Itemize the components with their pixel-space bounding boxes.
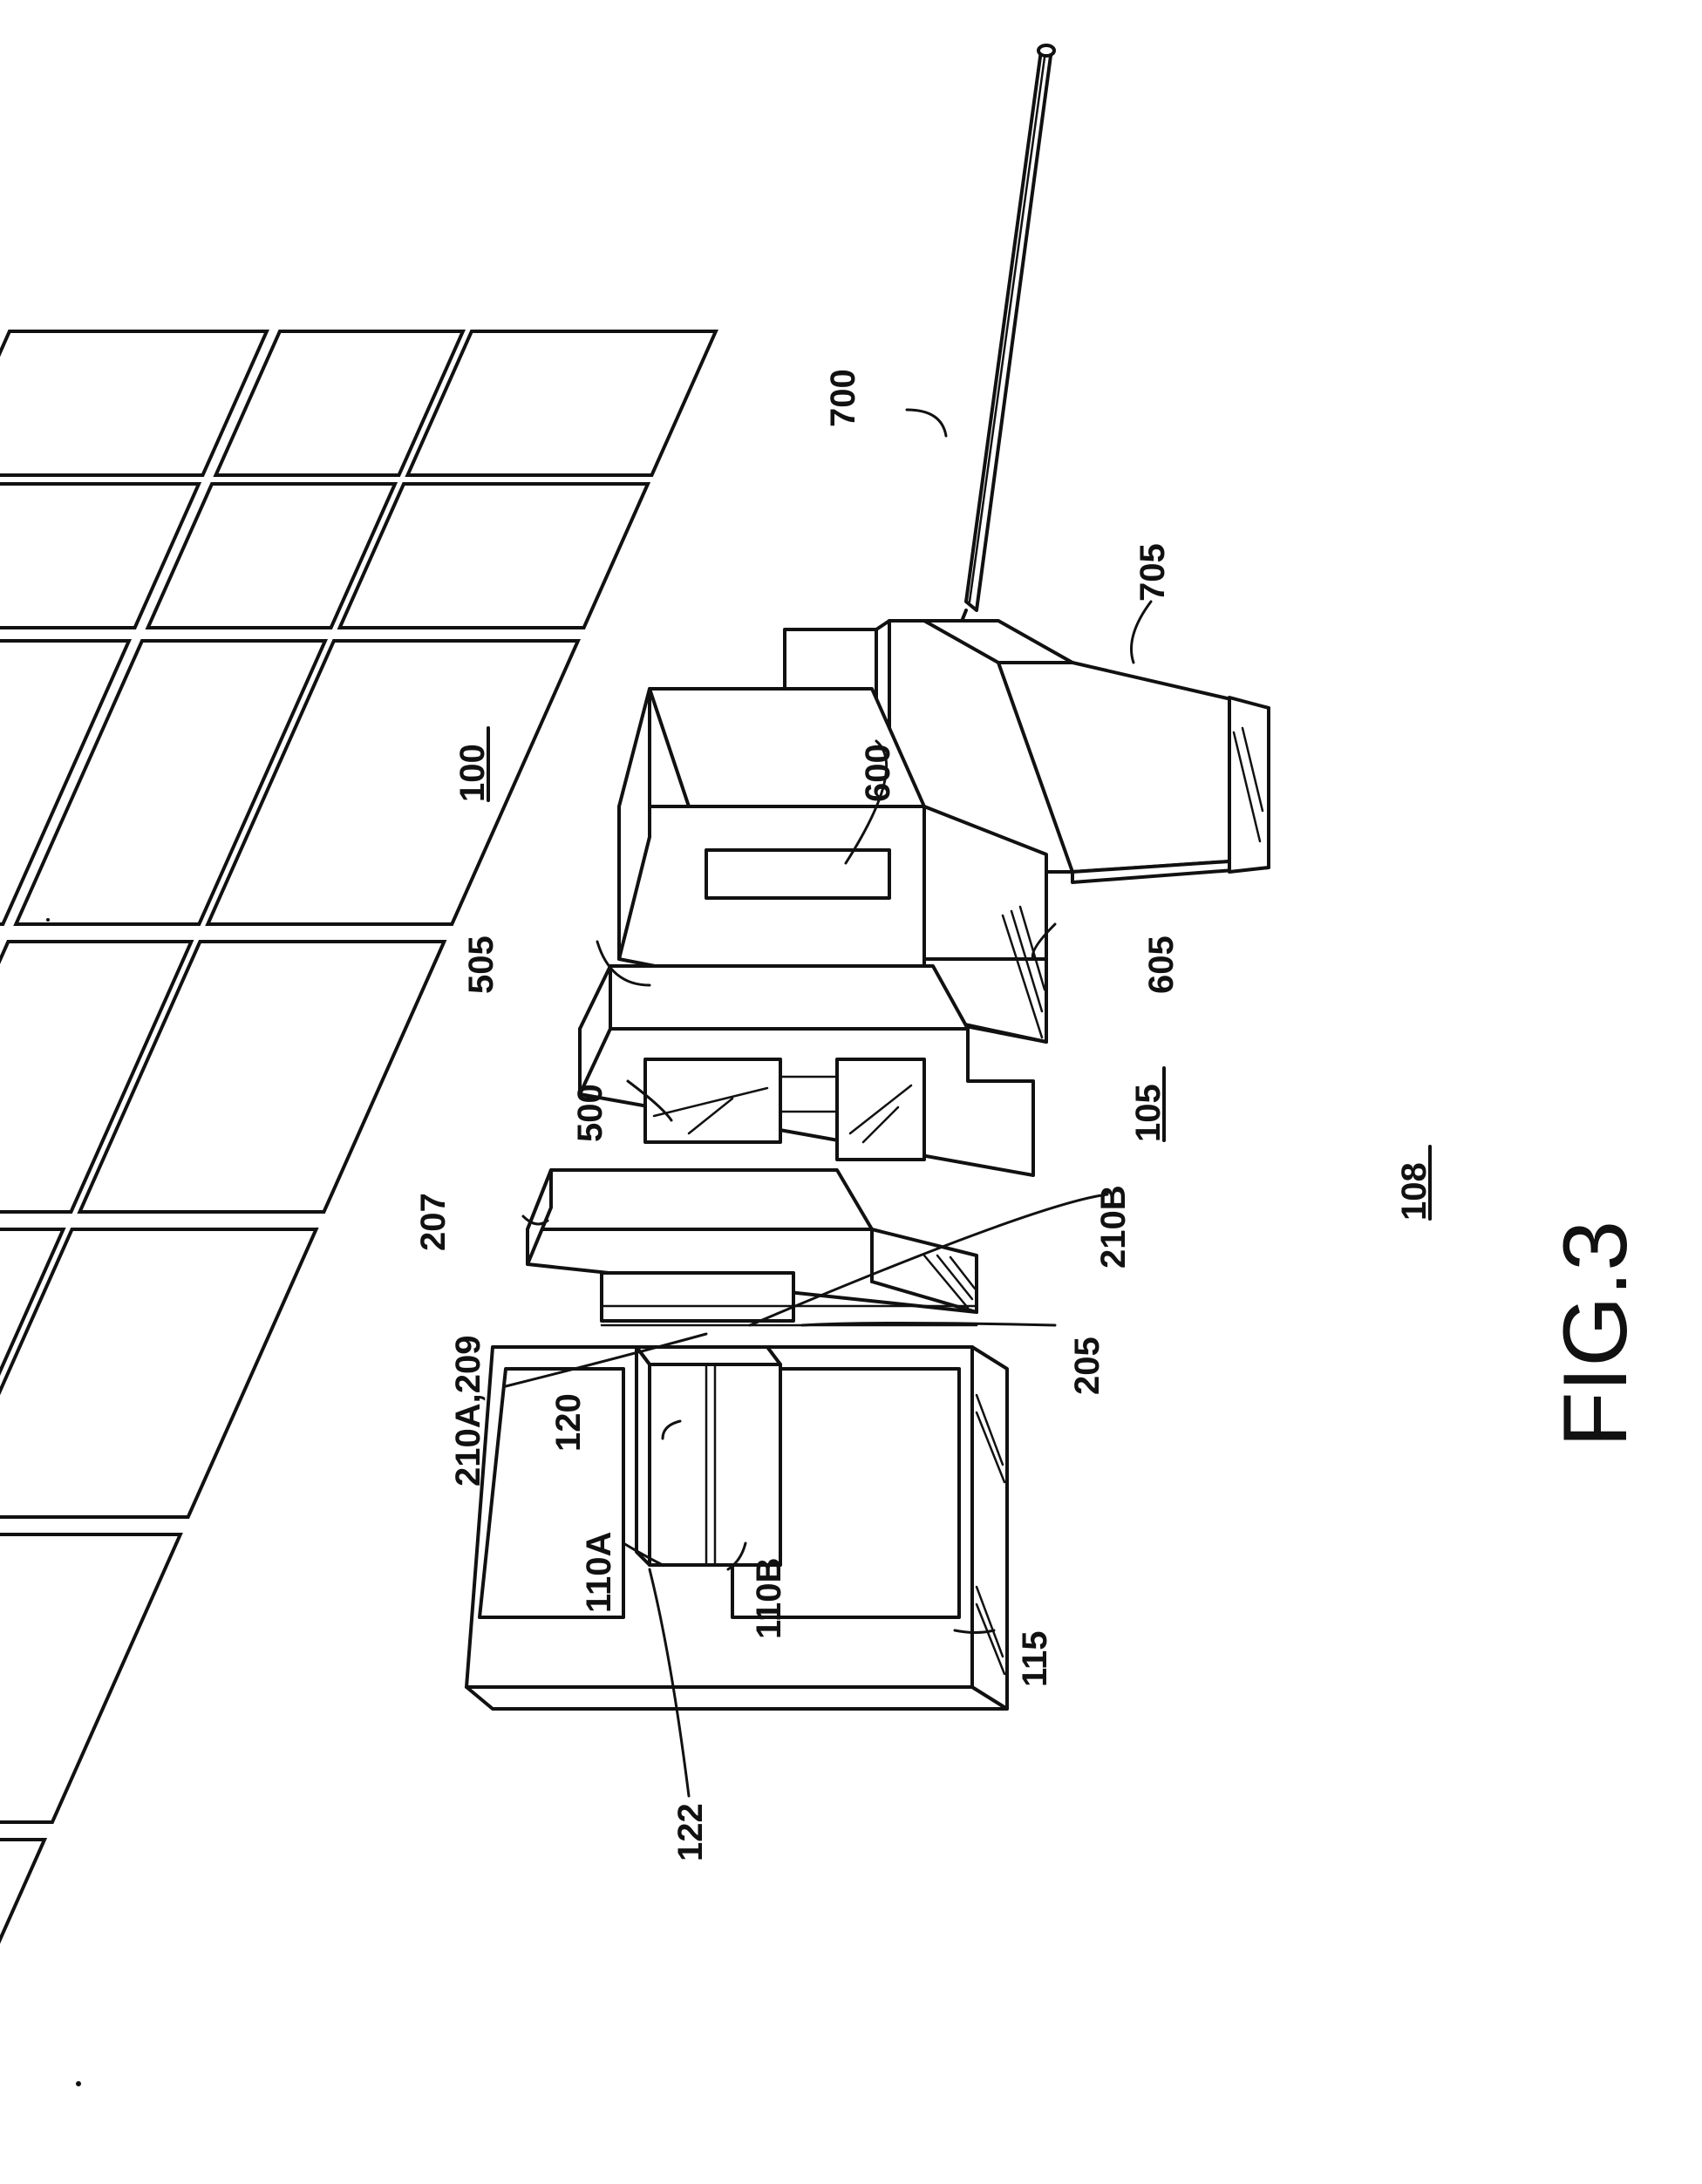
label-600: 600 — [859, 744, 897, 802]
substrate-tile — [0, 1534, 180, 1822]
label-108: 108 — [1395, 1162, 1433, 1221]
substrate-tile — [0, 1229, 317, 1517]
figure-title: FIG.3 — [1545, 1221, 1646, 1447]
substrate-tile — [0, 1840, 44, 2145]
label-700: 700 — [824, 369, 862, 427]
label-122: 122 — [671, 1803, 710, 1861]
substrate-tile — [215, 331, 462, 475]
label-115: 115 — [1016, 1630, 1054, 1687]
substrate-tile — [0, 641, 129, 924]
substrate-tile — [0, 942, 191, 1212]
label-120: 120 — [549, 1393, 588, 1452]
substrate-tile — [0, 484, 199, 628]
label-605: 605 — [1142, 936, 1181, 994]
substrate-tile — [148, 484, 395, 628]
label-500: 500 — [571, 1084, 609, 1142]
label-705: 705 — [1134, 543, 1172, 602]
block-207 — [528, 1170, 977, 1325]
base-block-115 — [466, 1347, 1007, 1709]
substrate-tile — [16, 641, 325, 924]
label-210a-209: 210A,209 — [449, 1336, 487, 1487]
label-207: 207 — [414, 1193, 453, 1251]
label-110a: 110A — [580, 1532, 618, 1613]
label-100: 100 — [453, 744, 492, 802]
label-205: 205 — [1068, 1337, 1106, 1395]
optical-fiber-700 — [957, 45, 1054, 632]
label-210b: 210B — [1094, 1185, 1133, 1269]
label-105: 105 — [1129, 1084, 1168, 1142]
label-110b: 110B — [750, 1558, 788, 1639]
substrate-tile — [79, 942, 444, 1212]
label-505: 505 — [462, 936, 500, 994]
